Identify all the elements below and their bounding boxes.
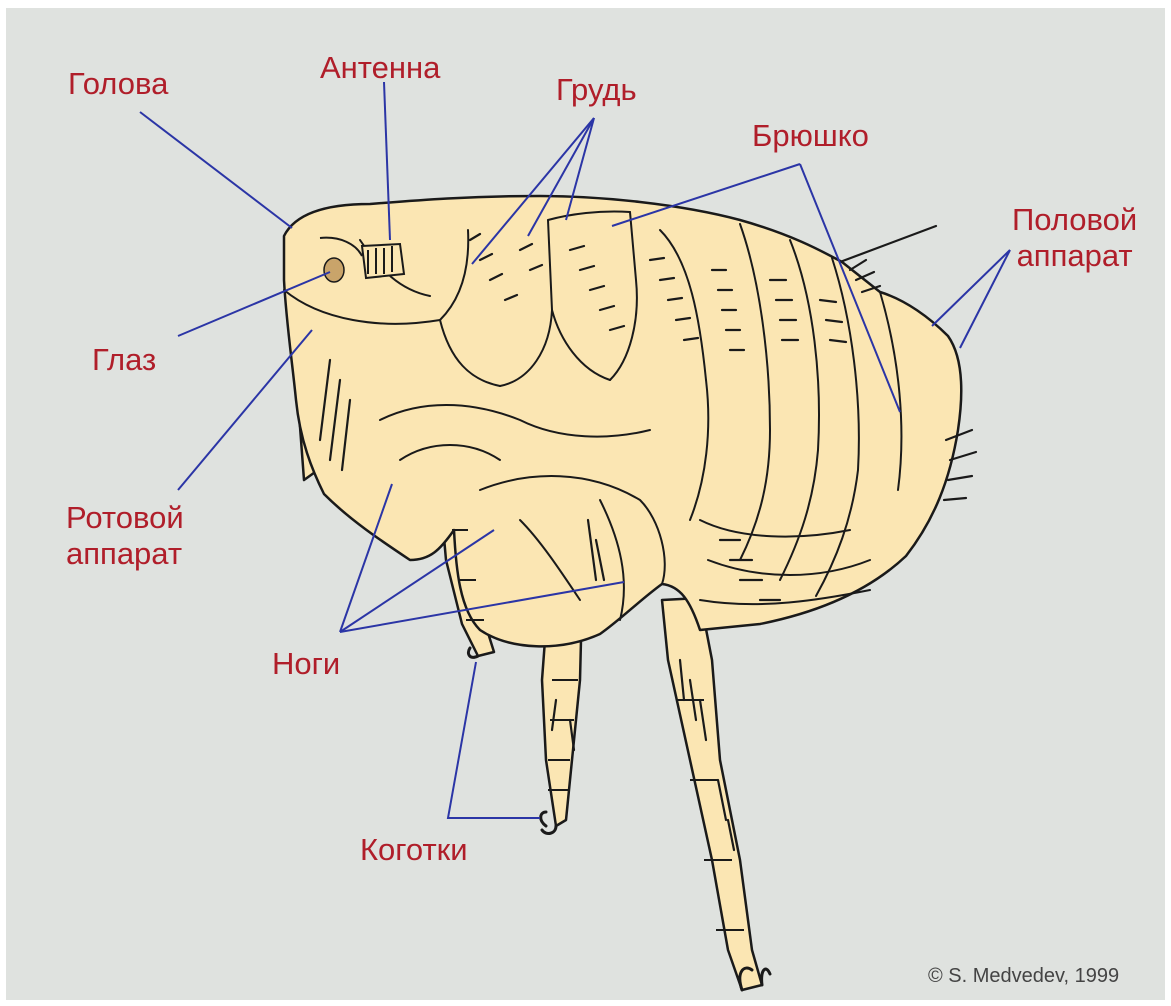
hind-leg-right (662, 598, 762, 990)
label-eye: Глаз (92, 342, 156, 378)
leader-mouthparts (178, 330, 312, 490)
label-genitalia: Половой аппарат (1012, 202, 1137, 274)
leader-head (140, 112, 292, 228)
label-claws: Коготки (360, 832, 468, 868)
copyright-credit: © S. Medvedev, 1999 (928, 964, 1119, 988)
label-legs: Ноги (272, 646, 340, 682)
leader-genitalia-1 (932, 250, 1010, 326)
leader-genitalia-2 (960, 250, 1010, 348)
label-abdomen: Брюшко (752, 118, 869, 154)
label-head: Голова (68, 66, 168, 102)
label-antenna: Антенна (320, 50, 440, 86)
label-mouthparts: Ротовой аппарат (66, 500, 184, 572)
eye-drawing (324, 258, 344, 282)
label-thorax: Грудь (556, 72, 637, 108)
leader-claws (448, 662, 540, 818)
